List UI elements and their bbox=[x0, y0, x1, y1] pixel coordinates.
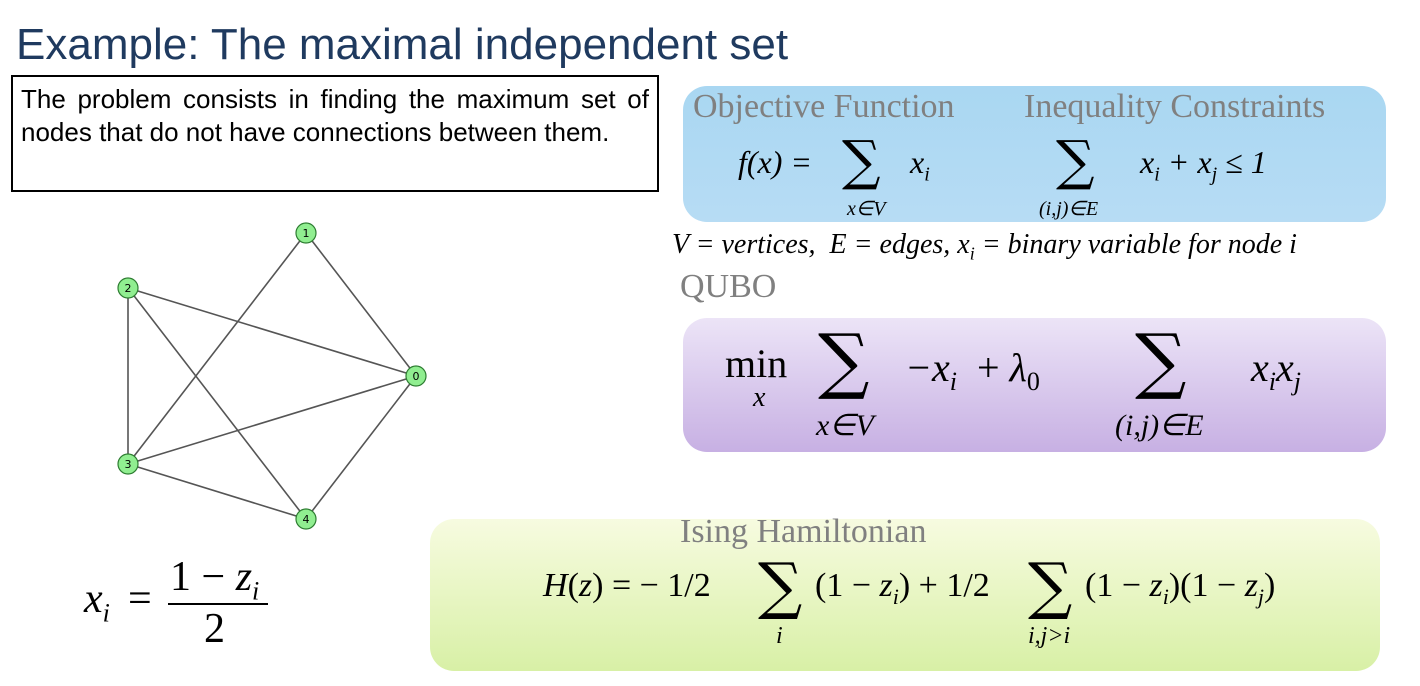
variable-definitions: V = vertices, E = edges, xi = binary var… bbox=[672, 229, 1297, 264]
graph-node-1 bbox=[295, 222, 317, 244]
ising-term2: (1 − zi)(1 − zj) bbox=[1085, 567, 1276, 609]
qubo-min-subscript: x bbox=[753, 382, 766, 413]
substitution-denominator: 2 bbox=[204, 606, 225, 652]
ising-term1: (1 − zi) + 1/2 bbox=[815, 567, 990, 609]
qubo-term1: −xi + λ0 bbox=[905, 345, 1040, 396]
graph-edge-3-4 bbox=[127, 463, 307, 520]
qubo-heading: QUBO bbox=[680, 268, 777, 305]
graph-node-4 bbox=[295, 508, 317, 530]
substitution-lhs: xi bbox=[84, 576, 110, 628]
qubo-sum2-symbol: ∑ bbox=[1135, 318, 1187, 402]
graph-edge-1-3 bbox=[127, 232, 307, 465]
objective-heading: Objective Function bbox=[693, 88, 955, 125]
qubo-sum2-subscript: (i,j)∈E bbox=[1115, 409, 1204, 442]
graph-diagram: 0 1 2 3 4 bbox=[117, 222, 427, 530]
objective-sum-subscript: x∈V bbox=[847, 198, 886, 220]
graph-node-0 bbox=[405, 365, 427, 387]
problem-description: The problem consists in finding the maxi… bbox=[11, 75, 659, 192]
graph-nodes: 0 1 2 3 4 bbox=[117, 222, 427, 530]
objective-constraints-panel: Objective Function Inequality Constraint… bbox=[683, 86, 1386, 222]
ising-sum1-symbol: ∑ bbox=[758, 549, 803, 622]
graph-node-label-2: 2 bbox=[125, 282, 132, 295]
objective-term-sub: i bbox=[924, 163, 930, 186]
constraint-sum-subscript: (i,j)∈E bbox=[1039, 198, 1099, 220]
ising-lhs: H(z) = − 1/2 bbox=[543, 567, 711, 604]
graph-edge-3-0 bbox=[127, 375, 417, 465]
graph-edge-0-4 bbox=[305, 375, 417, 520]
graph-node-label-3: 3 bbox=[125, 458, 132, 471]
graph-node-2 bbox=[117, 277, 139, 299]
qubo-panel: min x ∑ x∈V −xi + λ0 ∑ (i,j)∈E xixj bbox=[683, 318, 1386, 452]
qubo-sum1-subscript: x∈V bbox=[816, 409, 874, 442]
graph-node-label-4: 4 bbox=[303, 513, 310, 526]
qubo-sum1-symbol: ∑ bbox=[818, 318, 870, 402]
constraint-expression: xi + xj ≤ 1 bbox=[1140, 144, 1267, 186]
substitution-numerator: 1 − zi bbox=[170, 554, 260, 606]
objective-sum-symbol: ∑ bbox=[842, 129, 881, 192]
objective-term: xi bbox=[910, 144, 930, 186]
graph-edges bbox=[127, 232, 417, 520]
qubo-min: min bbox=[725, 341, 788, 386]
objective-term-x: x bbox=[910, 144, 925, 180]
substitution-equals: = bbox=[128, 576, 152, 622]
graph-edge-2-4 bbox=[127, 287, 307, 520]
qubo-term2: xixj bbox=[1251, 345, 1301, 396]
objective-lhs: f(x) = bbox=[738, 144, 812, 180]
constraint-sum-symbol: ∑ bbox=[1056, 129, 1095, 192]
graph-node-label-0: 0 bbox=[413, 370, 420, 383]
graph-node-3 bbox=[117, 453, 139, 475]
graph-edge-2-0 bbox=[127, 287, 417, 377]
ising-heading: Ising Hamiltonian bbox=[680, 513, 927, 550]
ising-panel: Ising Hamiltonian H(z) = − 1/2 ∑ i (1 − … bbox=[430, 513, 1380, 671]
graph-node-label-1: 1 bbox=[303, 227, 310, 240]
ising-sum2-subscript: i,j>i bbox=[1028, 623, 1071, 649]
fraction-bar bbox=[168, 603, 268, 605]
constraints-heading: Inequality Constraints bbox=[1024, 88, 1326, 125]
graph-edge-1-0 bbox=[305, 232, 417, 377]
slide-title: Example: The maximal independent set bbox=[16, 20, 789, 69]
ising-sum1-subscript: i bbox=[776, 623, 783, 649]
ising-sum2-symbol: ∑ bbox=[1028, 549, 1073, 622]
